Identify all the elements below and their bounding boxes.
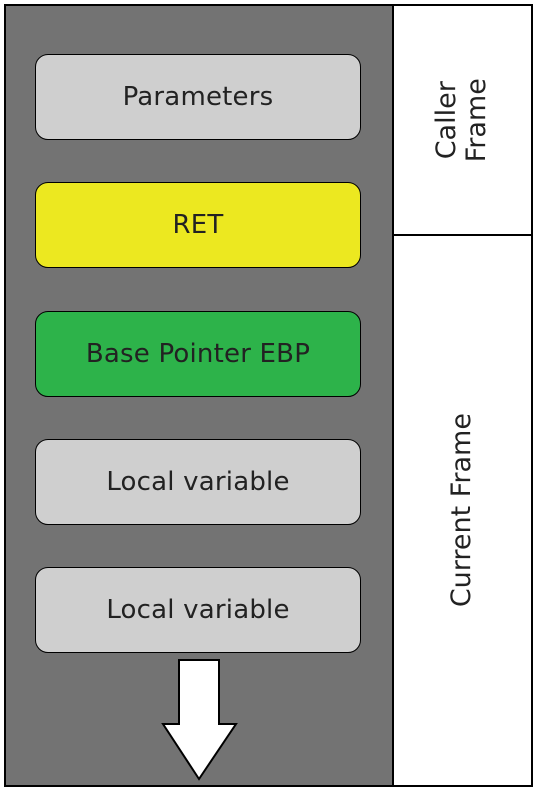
- stack-item-label: Parameters: [122, 82, 274, 112]
- stack-item-label: RET: [172, 210, 224, 240]
- frame-divider-vertical: [392, 4, 394, 787]
- caller-frame-label-line1: Caller: [431, 80, 463, 160]
- stack-item-ret: RET: [35, 182, 361, 268]
- down-arrow-icon: [161, 659, 238, 781]
- stack-item-local-variable-1: Local variable: [35, 439, 361, 525]
- caller-frame-label: Caller Frame: [394, 6, 531, 234]
- current-frame-label-text: Current Frame: [446, 413, 478, 608]
- current-frame-label: Current Frame: [394, 236, 531, 785]
- stack-item-parameters: Parameters: [35, 54, 361, 140]
- caller-frame-label-line2: Frame: [461, 77, 493, 163]
- stack-item-base-pointer: Base Pointer EBP: [35, 311, 361, 397]
- frame-divider-horizontal: [392, 234, 533, 236]
- stack-item-label: Local variable: [106, 595, 290, 625]
- stack-item-local-variable-2: Local variable: [35, 567, 361, 653]
- stack-item-label: Local variable: [106, 467, 290, 497]
- stack-item-label: Base Pointer EBP: [85, 339, 311, 369]
